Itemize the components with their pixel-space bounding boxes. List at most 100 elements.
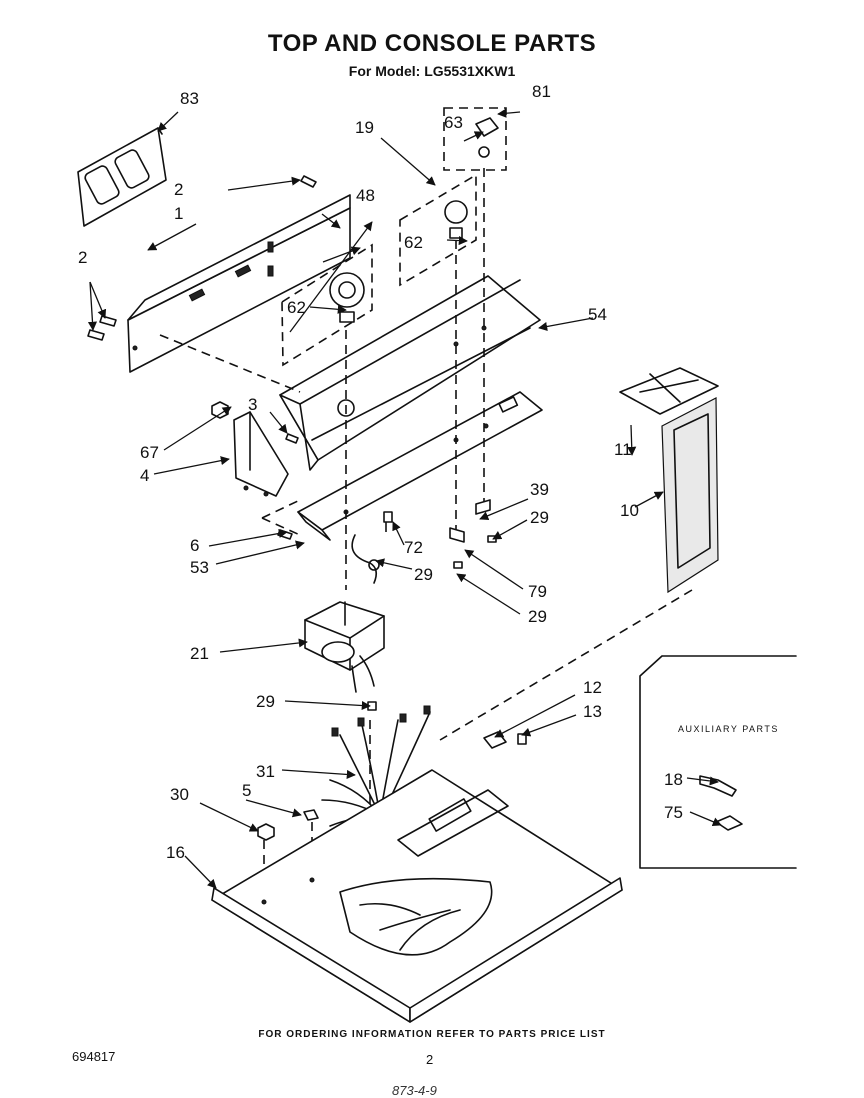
leader-arrow [219, 638, 308, 653]
callout-10: 10 [620, 501, 639, 520]
leader-arrow [492, 519, 528, 540]
document-number: 694817 [72, 1049, 116, 1064]
part-11-lint-cover [619, 367, 719, 415]
callout-16: 16 [166, 843, 185, 862]
leader-arrow [627, 424, 637, 456]
part-83-console-overlay [77, 127, 167, 227]
callout-54: 54 [588, 305, 607, 324]
leader-arrow [153, 456, 230, 475]
part-31-wire-harness [321, 705, 431, 827]
leader-arrow [634, 491, 664, 508]
callout-13: 13 [583, 702, 602, 721]
leader-arrow [215, 540, 305, 565]
callout-29-a: 29 [530, 508, 549, 527]
leader-arrow [322, 246, 361, 263]
leader-arrow [281, 769, 356, 779]
leader-arrow [380, 137, 436, 186]
model-subtitle: For Model: LG5531XKW1 [348, 63, 516, 79]
callout-81: 81 [532, 82, 551, 101]
leader-arrow [689, 811, 722, 827]
part-19-selector-knob-group [399, 173, 477, 287]
callout-75: 75 [664, 803, 683, 822]
callout-2-top: 2 [174, 180, 183, 199]
callout-labels: 83 81 63 19 2 48 1 2 62 62 54 3 67 4 11 … [78, 82, 683, 862]
callout-67: 67 [140, 443, 159, 462]
part-5-clip [303, 809, 319, 821]
leader-arrow [375, 558, 413, 570]
callout-72: 72 [404, 538, 423, 557]
callout-12: 12 [583, 678, 602, 697]
part-4-end-cap [233, 411, 289, 497]
leader-arrow [289, 221, 373, 333]
leader-arrow [147, 223, 197, 251]
leader-arrow [686, 776, 719, 786]
leader-arrow [392, 521, 405, 546]
leader-arrow [479, 498, 529, 521]
leader-arrow [87, 281, 98, 331]
callout-29-b: 29 [414, 565, 433, 584]
part-1-console-panel [127, 194, 351, 373]
part-53-mounting-bracket [297, 391, 543, 541]
leader-arrows [87, 108, 722, 889]
part-54-console-backsplash [279, 275, 541, 471]
callout-83: 83 [180, 89, 199, 108]
leader-arrow [538, 317, 594, 331]
part-16-dryer-top [211, 769, 623, 1023]
leader-arrow [321, 213, 341, 229]
callout-62-upper: 62 [404, 233, 423, 252]
leader-arrow [269, 411, 288, 434]
callout-5: 5 [242, 781, 251, 800]
leader-arrow [464, 549, 524, 590]
leader-arrow [227, 176, 301, 191]
part-3-screw [285, 433, 299, 444]
leader-arrow [157, 111, 179, 132]
part-48-timer-knob-group [281, 243, 373, 367]
part-10-lint-screen [661, 397, 719, 594]
leader-arrow [446, 236, 468, 246]
callout-62-lower: 62 [287, 298, 306, 317]
aux-parts-title: AUXILIARY PARTS [678, 724, 779, 734]
page-number: 2 [426, 1052, 434, 1067]
leader-arrow [309, 304, 347, 314]
callout-53: 53 [190, 558, 209, 577]
callout-4: 4 [140, 466, 149, 485]
callout-3: 3 [248, 395, 257, 414]
leader-arrow [497, 108, 521, 118]
callout-30: 30 [170, 785, 189, 804]
leader-arrow [284, 700, 371, 711]
auxiliary-parts-panel: AUXILIARY PARTS [639, 655, 797, 869]
callout-29-d: 29 [256, 692, 275, 711]
callout-2-left: 2 [78, 248, 87, 267]
part-30-nut [257, 823, 275, 841]
callout-1: 1 [174, 204, 183, 223]
callout-29-c: 29 [528, 607, 547, 626]
callout-39: 39 [530, 480, 549, 499]
callout-19: 19 [355, 118, 374, 137]
callout-79: 79 [528, 582, 547, 601]
leader-arrow [494, 694, 576, 738]
callout-21: 21 [190, 644, 209, 663]
callout-11: 11 [614, 440, 632, 459]
leader-arrow [245, 799, 302, 818]
leader-arrow [208, 528, 288, 547]
callout-31: 31 [256, 762, 275, 781]
leader-arrow [521, 714, 577, 737]
leader-arrow [456, 573, 521, 615]
ordering-note: FOR ORDERING INFORMATION REFER TO PARTS … [258, 1029, 606, 1040]
callout-48: 48 [356, 186, 375, 205]
part-21-timer [304, 601, 385, 693]
small-clips-and-screws [351, 499, 497, 711]
page-title: TOP AND CONSOLE PARTS [267, 30, 597, 57]
callout-18: 18 [664, 770, 683, 789]
callout-6: 6 [190, 536, 199, 555]
leader-arrow [463, 131, 484, 142]
leader-arrow [199, 802, 259, 832]
part-13-screw [517, 733, 527, 745]
leader-arrow [89, 281, 107, 319]
callout-63: 63 [444, 113, 463, 132]
leader-arrow [163, 406, 232, 451]
page-stamp: 873-4-9 [392, 1083, 437, 1098]
part-12-clip [483, 731, 507, 749]
leader-arrow [184, 855, 217, 889]
